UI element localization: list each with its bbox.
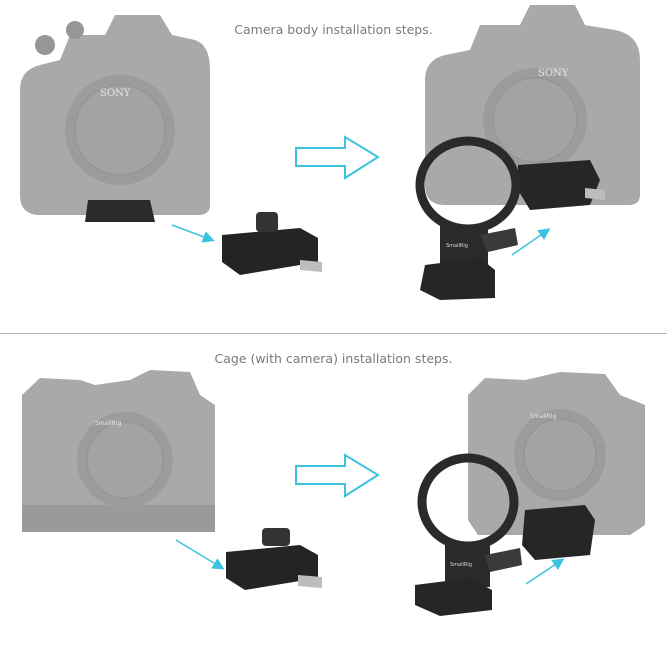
smallrig-logo: SmallRig	[530, 413, 557, 420]
cage-camera-left: SmallRig	[22, 370, 215, 532]
section-divider	[0, 333, 667, 334]
camera-body-right: SONY	[425, 5, 640, 210]
arrow-small-icon	[525, 558, 565, 585]
big-arrow-icon	[295, 135, 380, 180]
smallrig-logo: SmallRig	[446, 243, 468, 249]
clamp-base-left-2	[226, 528, 322, 590]
smallrig-logo: SmallRig	[95, 420, 122, 427]
rotating-mount-right: SmallRig	[415, 136, 521, 300]
sony-logo: SONY	[538, 68, 569, 79]
quick-release-plate	[85, 200, 155, 222]
arrow-small-icon	[171, 224, 215, 243]
rotating-mount-right-2: SmallRig	[415, 453, 522, 616]
arrow-small-icon	[175, 539, 225, 570]
sony-logo: SONY	[100, 88, 131, 99]
section-2-title: Cage (with camera) installation steps.	[214, 351, 453, 366]
big-arrow-icon	[295, 453, 380, 498]
section-1-title: Camera body installation steps.	[234, 22, 433, 37]
clamp-base-left	[222, 212, 322, 275]
smallrig-logo: SmallRig	[450, 562, 472, 568]
camera-body-left: SONY	[20, 15, 210, 222]
arrow-small-icon	[511, 228, 551, 256]
